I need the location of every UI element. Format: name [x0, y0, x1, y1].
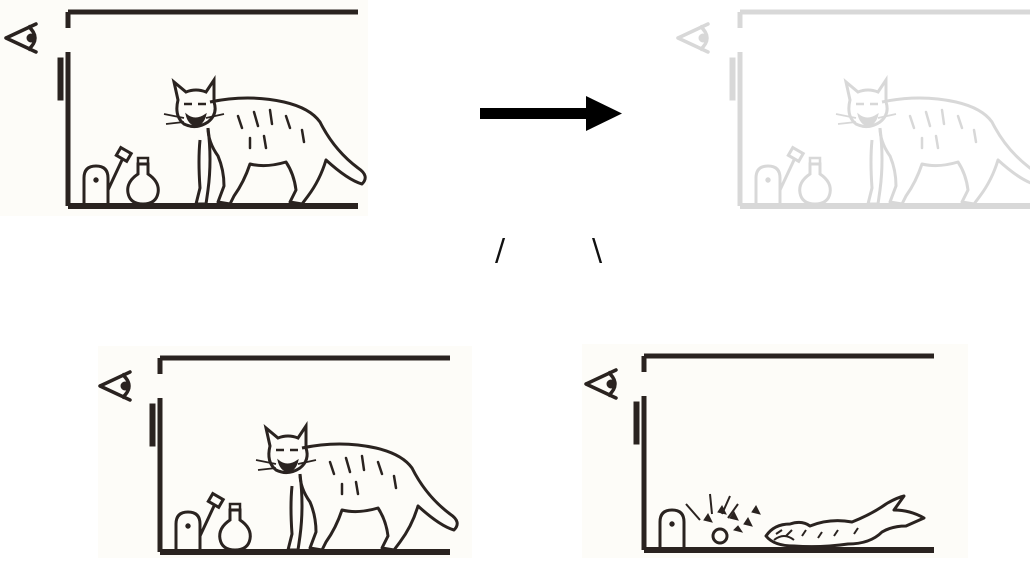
- panel-before: [0, 0, 368, 216]
- right-arrow-icon: [480, 96, 622, 131]
- geiger-counter: [658, 508, 686, 548]
- geiger-counter-and-poison-flask: [754, 146, 832, 206]
- panel-superposition: [676, 12, 1030, 206]
- panel-outcome-alive: [98, 346, 472, 558]
- panel-outcome-dead: [582, 344, 968, 558]
- branch-separator-left: /: [495, 233, 506, 268]
- branch-separator-right: \: [592, 233, 603, 268]
- observer-eye-icon: [676, 22, 710, 54]
- cat-alive: [834, 78, 1030, 206]
